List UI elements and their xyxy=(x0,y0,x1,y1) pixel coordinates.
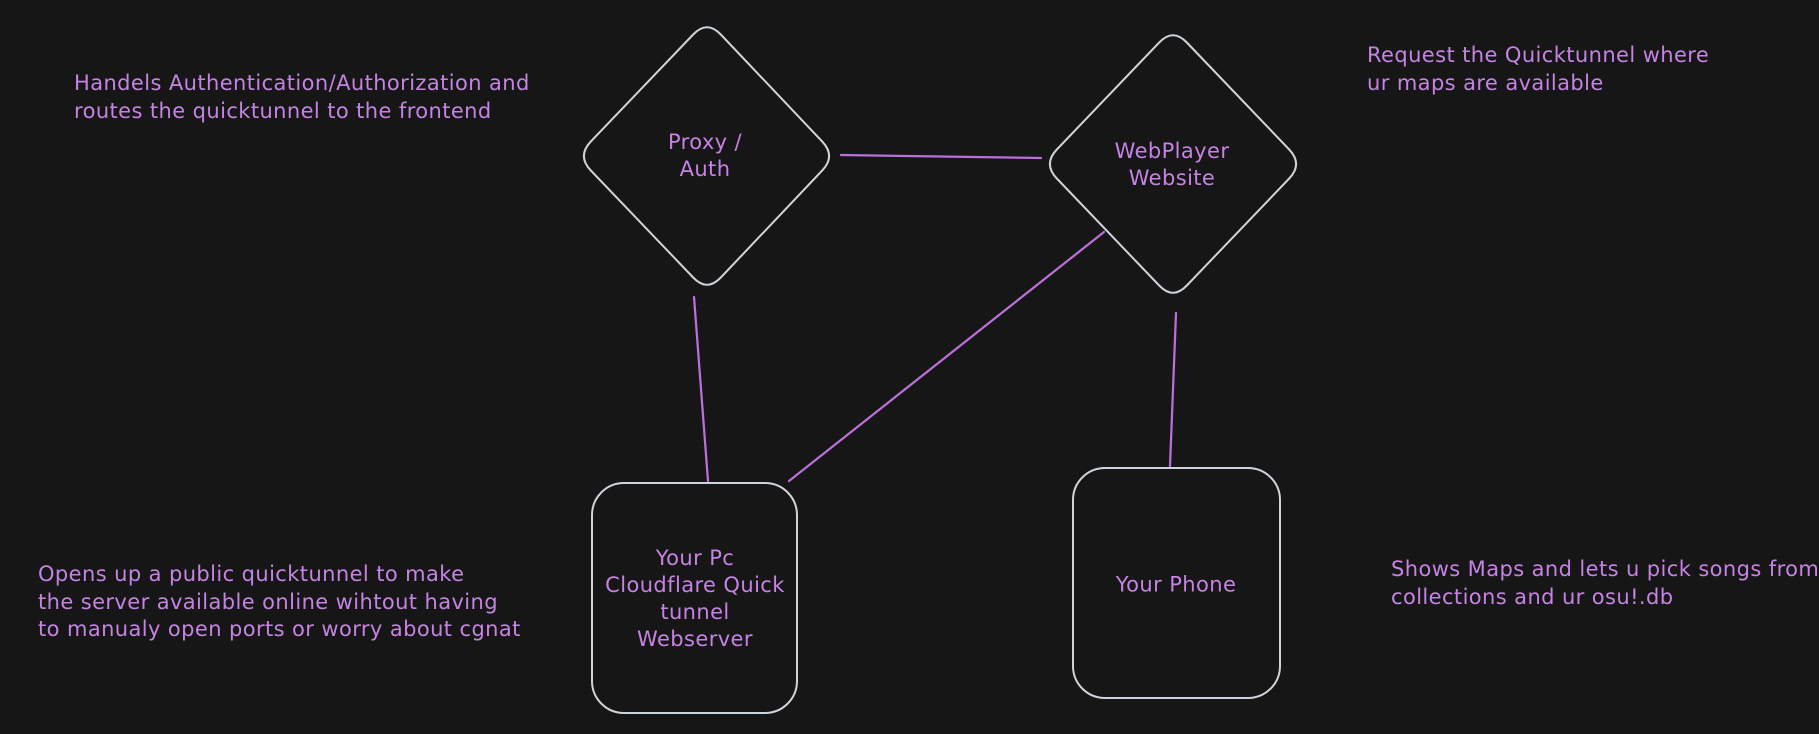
annotation-quicktunnel-description[interactable]: Opens up a public quicktunnel to make th… xyxy=(38,561,521,644)
annotation-line: ur maps are available xyxy=(1367,70,1604,95)
annotation-webplayer-request[interactable]: Request the Quicktunnel where ur maps ar… xyxy=(1367,42,1709,97)
annotation-line: to manualy open ports or worry about cgn… xyxy=(38,617,521,641)
webplayer-website-label[interactable]: WebPlayer Website xyxy=(1115,138,1230,192)
annotation-line: routes the quicktunnel to the frontend xyxy=(74,98,492,123)
pc-webserver-label[interactable]: Your Pc Cloudflare Quick tunnel Webserve… xyxy=(605,545,785,653)
edge-proxy-to-webplayer[interactable] xyxy=(839,153,1043,160)
pc-webserver-label-line: Cloudflare Quick xyxy=(605,573,785,597)
edge-proxy-to-pc-webserver[interactable] xyxy=(692,295,710,483)
webplayer-website-label-line: Website xyxy=(1128,166,1216,190)
pc-webserver-label-line: Webserver xyxy=(637,627,753,651)
phone-label[interactable]: Your Phone xyxy=(1116,572,1237,599)
pc-webserver-label-line: Your Pc xyxy=(655,546,735,570)
edge-webplayer-to-phone[interactable] xyxy=(1168,311,1178,468)
annotation-line: collections and ur osu!.db xyxy=(1391,584,1674,609)
proxy-auth-diamond-shape[interactable] xyxy=(582,26,831,286)
proxy-auth-label-line: Proxy / xyxy=(667,130,743,154)
pc-webserver-label-line: tunnel xyxy=(660,600,730,624)
annotation-phone-description[interactable]: Shows Maps and lets u pick songs from co… xyxy=(1391,556,1819,611)
webplayer-website-label-line: WebPlayer xyxy=(1114,139,1230,163)
proxy-auth-label-line: Auth xyxy=(679,157,731,181)
annotation-line: Shows Maps and lets u pick songs from xyxy=(1391,557,1819,581)
phone-rect-shape[interactable] xyxy=(1072,467,1281,699)
annotation-line: Handels Authentication/Authorization and xyxy=(74,71,530,95)
edge-webplayer-to-pc-webserver[interactable] xyxy=(787,230,1106,483)
annotation-proxy-auth-description[interactable]: Handels Authentication/Authorization and… xyxy=(74,70,530,125)
proxy-auth-label[interactable]: Proxy / Auth xyxy=(668,129,742,183)
annotation-line: Request the Quicktunnel where xyxy=(1367,43,1710,67)
pc-webserver-rect-shape[interactable] xyxy=(591,482,798,714)
webplayer-website-diamond-shape[interactable] xyxy=(1048,34,1298,294)
phone-label-line: Your Phone xyxy=(1115,572,1237,597)
annotation-line: Opens up a public quicktunnel to make xyxy=(38,562,465,586)
annotation-line: the server available online wihtout havi… xyxy=(38,589,498,614)
